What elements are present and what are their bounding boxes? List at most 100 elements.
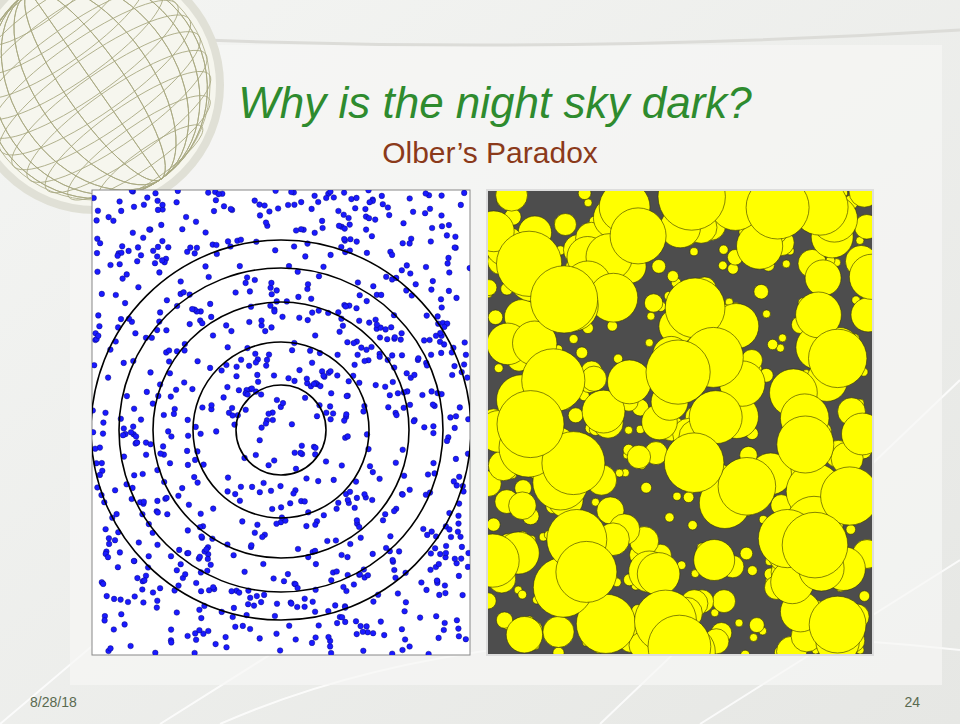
star-dot — [252, 530, 258, 536]
star-dot — [370, 630, 376, 636]
star-dot — [132, 558, 138, 564]
star-dot — [155, 207, 161, 213]
star-dot — [416, 355, 422, 361]
star-dot — [216, 191, 222, 197]
star-disc — [556, 541, 617, 602]
star-dot — [304, 476, 310, 482]
star-disc — [641, 482, 652, 493]
star-dot — [187, 321, 193, 327]
star-dot — [155, 542, 161, 548]
star-dot — [105, 375, 111, 381]
star-dot — [291, 491, 297, 497]
star-disc — [584, 199, 592, 207]
star-dot — [442, 583, 448, 589]
star-dot — [99, 460, 105, 466]
star-dot — [261, 480, 267, 486]
star-dot — [259, 318, 265, 324]
star-dot — [257, 202, 263, 208]
star-dot — [465, 564, 470, 570]
star-dot — [360, 629, 366, 635]
star-dot — [259, 425, 265, 431]
star-dot — [428, 551, 434, 557]
star-dot — [261, 592, 267, 598]
star-dot — [384, 336, 390, 342]
star-dot — [407, 644, 413, 650]
star-disc — [846, 525, 856, 535]
star-dot — [213, 641, 219, 647]
star-dot — [313, 522, 319, 528]
star-dot — [167, 460, 173, 466]
star-dot — [209, 402, 215, 408]
star-dot — [345, 339, 351, 345]
star-dot — [157, 270, 163, 276]
star-dot — [410, 209, 416, 215]
globe-meridian — [0, 0, 208, 212]
star-dot — [393, 460, 399, 466]
star-dot — [347, 489, 353, 495]
star-dot — [101, 420, 107, 426]
star-disc — [718, 261, 727, 270]
star-dot — [348, 236, 354, 242]
star-dot — [412, 372, 418, 378]
star-dot — [141, 600, 147, 606]
star-dot — [141, 499, 147, 505]
star-dot — [296, 294, 302, 300]
star-dot — [429, 287, 435, 293]
star-dot — [258, 599, 264, 605]
star-dot — [225, 345, 231, 351]
star-dot — [245, 601, 251, 607]
star-dot — [443, 590, 449, 596]
star-dot — [448, 415, 454, 421]
star-dot — [378, 619, 384, 625]
star-dot — [210, 584, 216, 590]
star-dot — [346, 215, 352, 221]
star-dot — [261, 561, 267, 567]
star-dot — [92, 195, 96, 201]
star-dot — [198, 431, 204, 437]
slide-number: 24 — [904, 694, 920, 710]
star-dot — [377, 476, 383, 482]
star-dot — [446, 288, 452, 294]
star-dot — [94, 250, 100, 256]
star-dot — [452, 245, 458, 251]
star-dot — [321, 512, 327, 518]
star-disc — [665, 513, 674, 522]
star-dot — [344, 412, 350, 418]
star-dot — [437, 551, 443, 557]
star-dot — [122, 622, 128, 628]
star-dot — [456, 474, 462, 480]
star-dot — [269, 506, 275, 512]
star-dot — [211, 208, 217, 214]
globe-parallel — [0, 0, 193, 158]
star-dot — [355, 352, 361, 358]
star-dot — [278, 505, 284, 511]
globe-parallel — [13, 32, 222, 201]
star-dot — [185, 550, 191, 556]
star-dot — [268, 488, 274, 494]
star-dot — [117, 261, 123, 267]
star-dot — [371, 283, 377, 289]
star-dot — [335, 373, 341, 379]
star-dot — [172, 406, 178, 412]
star-dot — [131, 406, 137, 412]
star-dot — [308, 296, 314, 302]
star-dot — [332, 603, 338, 609]
star-dot — [233, 290, 239, 296]
star-dot — [313, 635, 319, 641]
star-dot — [249, 542, 255, 548]
star-disc — [658, 190, 725, 230]
star-dot — [179, 485, 185, 491]
star-dot — [124, 393, 130, 399]
star-dot — [295, 585, 301, 591]
star-dot — [138, 253, 144, 259]
star-dot — [134, 440, 140, 446]
star-dot — [467, 265, 470, 271]
star-dot — [461, 190, 467, 196]
star-dot — [280, 400, 286, 406]
star-dot — [132, 594, 138, 600]
star-dot — [140, 587, 146, 593]
star-disc — [494, 364, 503, 373]
star-disc — [763, 310, 771, 318]
star-dot — [390, 379, 396, 385]
star-dots — [92, 190, 470, 655]
